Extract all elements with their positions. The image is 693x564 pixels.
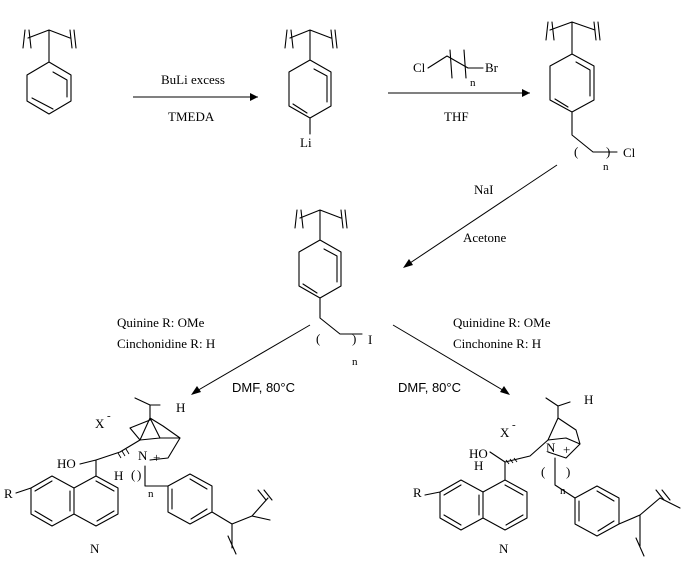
reaction-arrow-1: BuLi excess TMEDA (133, 72, 258, 124)
iodoalkyl-polystyrene: ( ) I n (294, 209, 372, 368)
quinoline-nitrogen: N (499, 541, 509, 556)
right-substituent-line1: Quinidine R: OMe (453, 315, 551, 330)
conditions-left: DMF, 80°C (232, 380, 295, 395)
hydrogen-c9: H (474, 458, 483, 473)
iodine-atom: I (368, 332, 372, 347)
chloroalkyl-polystyrene: ( ) Cl n (545, 21, 636, 173)
left-substituent-line2: Cinchonidine R: H (117, 336, 215, 351)
repeat-subscript-n: n (603, 161, 609, 173)
open-paren: ( (541, 464, 545, 479)
r-substituent: R (4, 486, 13, 501)
chlorine-atom: Cl (623, 145, 636, 160)
reagent-nai: NaI (474, 182, 494, 197)
bromine-atom: Br (485, 60, 499, 75)
reagent-tmeda: TMEDA (168, 109, 215, 124)
reagent-acetone: Acetone (463, 230, 507, 245)
reagent-buli: BuLi excess (161, 72, 225, 87)
close-paren: ) (352, 331, 356, 346)
lithiated-polystyrene: Li (284, 29, 338, 150)
close-paren: ) (566, 464, 570, 479)
conditions-right: DMF, 80°C (398, 380, 461, 395)
reagent-thf: THF (444, 109, 469, 124)
repeat-subscript-n: n (470, 77, 476, 89)
open-paren: ( (316, 331, 320, 346)
open-paren: ( (131, 467, 135, 482)
right-substituent-line2: Cinchonine R: H (453, 336, 541, 351)
positive-charge: + (563, 442, 570, 457)
product-left: R N X - HO H H N + ( ) n (4, 397, 273, 556)
hydroxyl-label: HO (469, 446, 488, 461)
product-right: R N X - HO H H N + ( ) n (413, 392, 681, 557)
quaternary-nitrogen: N (138, 448, 148, 463)
repeat-subscript-n: n (560, 485, 566, 497)
close-paren: ) (606, 144, 610, 159)
left-substituent-line1: Quinine R: OMe (117, 315, 205, 330)
hydrogen-bridgehead: H (176, 400, 185, 415)
positive-charge: + (153, 450, 160, 465)
hydroxyl-label: HO (57, 456, 76, 471)
polystyrene (22, 29, 77, 115)
reaction-arrow-right: DMF, 80°C (392, 324, 510, 395)
quinoline-nitrogen: N (90, 541, 100, 556)
reaction-arrow-3: NaI Acetone (403, 164, 558, 268)
chlorine-atom: Cl (413, 60, 426, 75)
counterion-charge: - (512, 419, 516, 431)
lithium-atom: Li (300, 135, 312, 150)
open-paren: ( (574, 144, 578, 159)
repeat-subscript-n: n (352, 356, 358, 368)
reaction-arrow-left: DMF, 80°C (191, 324, 311, 395)
repeat-subscript-n: n (148, 488, 154, 500)
reaction-arrow-2: Cl Br n THF (388, 49, 530, 124)
counterion-charge: - (107, 410, 111, 422)
counterion: X (500, 425, 510, 440)
hydrogen-bridgehead: H (584, 392, 593, 407)
quaternary-nitrogen: N (546, 440, 556, 455)
close-paren: ) (137, 467, 141, 482)
r-substituent: R (413, 485, 422, 500)
counterion: X (95, 416, 105, 431)
hydrogen-c9: H (114, 468, 123, 483)
